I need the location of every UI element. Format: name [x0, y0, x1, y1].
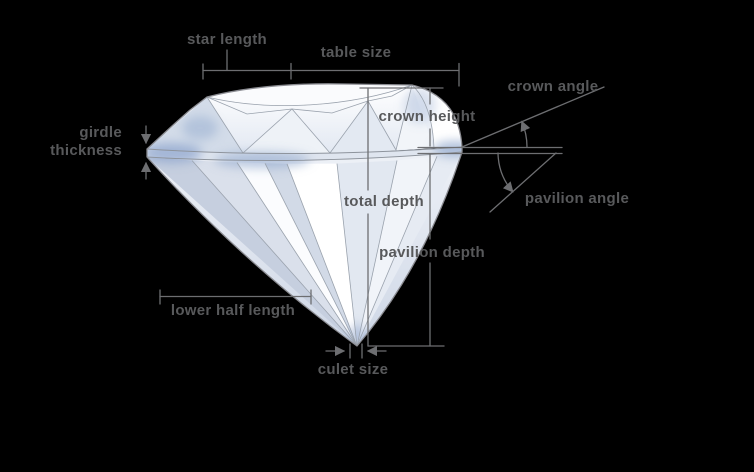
dimension-star-length [202, 49, 292, 80]
total-depth-label: total depth [344, 193, 424, 210]
crown-height-label: crown height [379, 108, 476, 125]
dimension-table-size [290, 62, 460, 87]
pavilion-depth-label: pavilion depth [379, 244, 485, 261]
table-facet [207, 83, 412, 106]
girdle-thickness-label-line1: girdle [79, 124, 122, 141]
pavilion-angle-label: pavilion angle [525, 190, 629, 207]
dimension-crown-angle [461, 86, 605, 148]
star-length-label: star length [187, 31, 267, 48]
facet-lines [146, 84, 463, 347]
diamond-outline [146, 83, 463, 347]
blue-highlights [147, 87, 462, 347]
lower-half-length-label: lower half length [171, 302, 295, 319]
dimension-culet-size [325, 343, 387, 359]
dimension-lines [140, 49, 605, 359]
dimension-pavilion-angle [489, 152, 557, 213]
crown-angle-label: crown angle [508, 78, 599, 95]
girdle-reference-lines [417, 146, 563, 155]
labels: star length table size crown angle crown… [50, 31, 629, 378]
girdle-thickness-label-line2: thickness [50, 142, 122, 159]
table-size-label: table size [321, 44, 392, 61]
dimension-lower-half-length [159, 289, 312, 305]
culet-size-label: culet size [318, 361, 389, 378]
diamond-illustration [146, 83, 463, 347]
